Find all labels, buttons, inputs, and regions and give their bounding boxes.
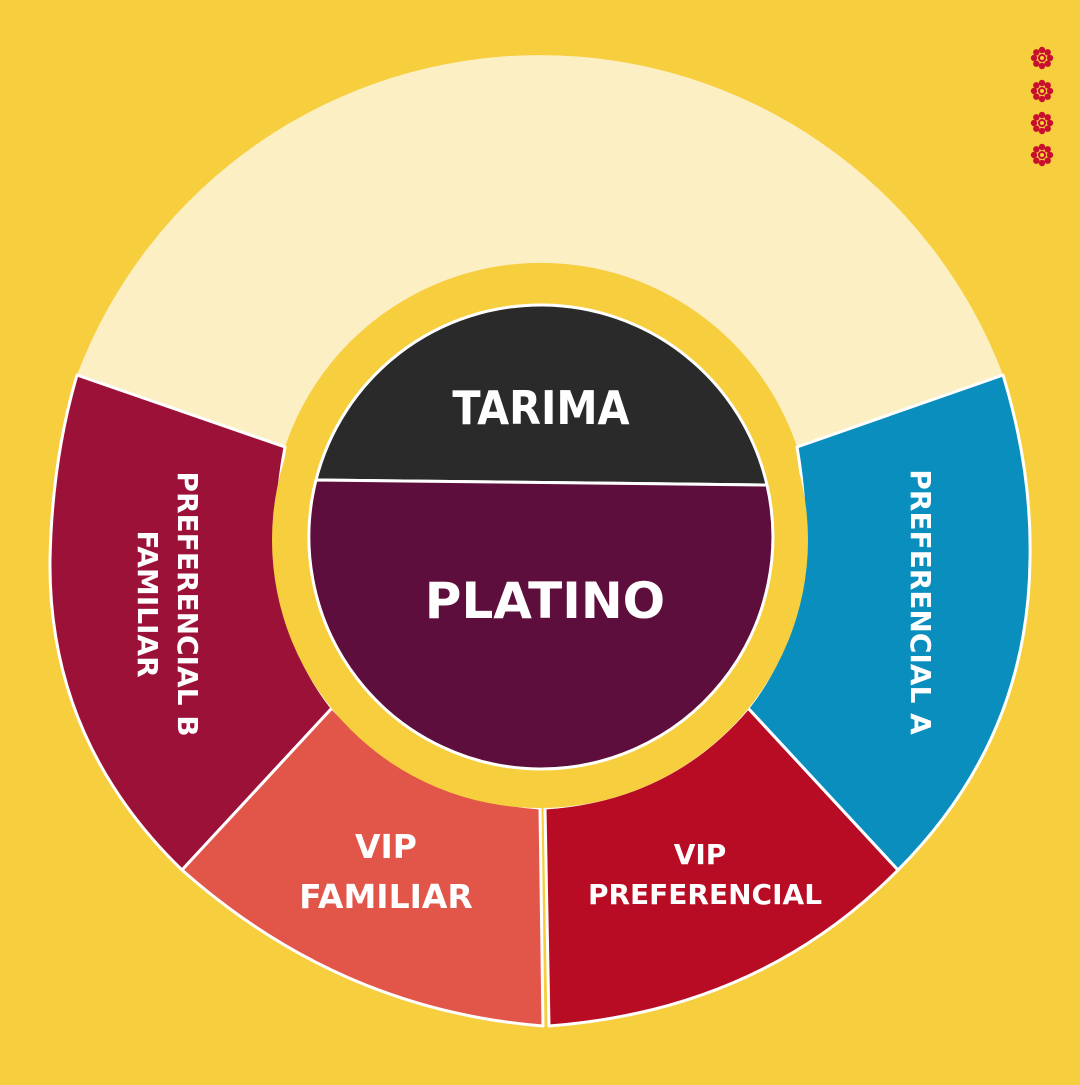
preferencial-b-familiar-label-group: PREFERENCIAL B FAMILIAR: [131, 471, 204, 736]
flower-centers: [1040, 56, 1044, 157]
flower-icon: [1030, 46, 1054, 70]
vip-familiar-label-line1: VIP: [355, 827, 417, 866]
tarima-label: TARIMA: [452, 381, 629, 435]
vip-preferencial-label-line1: VIP: [674, 838, 727, 871]
vip-familiar-label-line2: FAMILIAR: [299, 877, 473, 916]
familiar-label: FAMILIAR: [131, 530, 164, 677]
preferencial-a-label-group: PREFERENCIAL A: [904, 469, 937, 735]
outer-top-section: [77, 55, 1003, 448]
flower-icon: [1030, 143, 1054, 167]
preferencial-a-label: PREFERENCIAL A: [904, 469, 937, 735]
platino-label: PLATINO: [425, 572, 665, 630]
flower-icon: [1030, 111, 1054, 135]
preferencial-b-label: PREFERENCIAL B: [171, 471, 204, 736]
vip-preferencial-label-line2: PREFERENCIAL: [588, 878, 822, 911]
tarima-section[interactable]: [314, 303, 769, 487]
flower-icons: [1030, 46, 1054, 167]
platino-section[interactable]: [307, 478, 775, 771]
